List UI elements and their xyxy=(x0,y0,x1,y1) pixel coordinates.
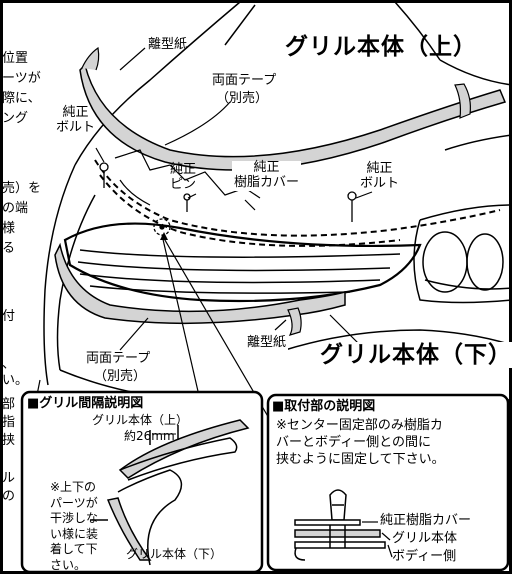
leader-arrow xyxy=(160,232,168,240)
genuine-resin-cover-label: 純正 樹脂カバー xyxy=(232,160,302,191)
left-text-10: 、 xyxy=(2,357,16,372)
grille-lower-part xyxy=(54,242,346,336)
release-paper-top-label: 離型紙 xyxy=(148,37,188,52)
grille-upper-label: グリル本体（上） xyxy=(285,34,477,60)
pin-icon xyxy=(183,193,191,212)
double-tape-top-label: 両面テープ xyxy=(212,73,277,88)
leader-lines xyxy=(29,47,373,431)
left-text-4: ング xyxy=(2,111,29,126)
sold-separately-bottom-label: （別売） xyxy=(94,369,147,384)
gap-box-title: ■グリル間隔説明図 xyxy=(27,396,144,411)
bolt-right-icon xyxy=(347,191,357,222)
front-grille-body xyxy=(63,222,422,303)
mount-box-note: ※センター固定部のみ樹脂カ バーとボディー側との間に 挟むように固定して下さい。 xyxy=(276,418,445,467)
mount-illustration xyxy=(294,489,386,561)
mount-box-title: ■取付部の説明図 xyxy=(272,399,376,414)
mount-box-frame xyxy=(266,393,510,572)
left-text-6: の端 xyxy=(2,201,29,216)
mount-box-body-side: ボディー側 xyxy=(392,549,457,564)
mount-box-grille-body: グリル本体 xyxy=(392,531,458,546)
left-text-8: る xyxy=(2,241,16,256)
left-text-2: ーツが xyxy=(2,71,41,86)
genuine-pin-label: 純正 ピン xyxy=(170,162,197,192)
left-text-14: 挟 xyxy=(2,433,16,448)
left-text-15: ル xyxy=(2,471,16,486)
release-paper-bottom-label: 離型紙 xyxy=(245,335,289,351)
left-text-5: 売）を xyxy=(2,181,42,196)
gap-box-lower-label: グリル本体（下） xyxy=(126,547,223,561)
bolt-left-icon xyxy=(99,162,109,188)
mount-leader-lines xyxy=(362,521,393,558)
genuine-bolt-right-label: 純正 ボルト xyxy=(360,161,400,191)
left-text-13: 指 xyxy=(2,415,16,430)
gap-box-note: ※上下の パーツが 干渉しな い様に装 着して下 さい。 xyxy=(50,480,99,572)
grille-lower-label: グリル本体（下） xyxy=(318,342,512,369)
left-text-9: 付 xyxy=(2,309,16,324)
gap-box-distance: 約26mm xyxy=(124,429,175,443)
double-tape-bottom-label: 両面テープ xyxy=(86,351,151,366)
left-text-11: い。 xyxy=(2,373,29,388)
left-text-12: 部 xyxy=(2,397,16,412)
gap-box-upper-label: グリル本体（上） xyxy=(92,413,189,427)
left-text-1: 位置 xyxy=(2,51,29,66)
left-text-7: 様 xyxy=(2,221,16,236)
genuine-bolt-left-label: 純正 ボルト xyxy=(56,105,96,135)
mount-box-resin-cover: 純正樹脂カバー xyxy=(380,513,472,528)
left-text-16: の xyxy=(2,489,16,504)
sold-separately-top-label: （別売） xyxy=(216,91,269,106)
gap-illustration xyxy=(90,419,250,566)
right-headlight xyxy=(413,204,512,304)
left-text-3: 際に、 xyxy=(2,91,41,106)
grille-upper-part xyxy=(79,46,507,171)
